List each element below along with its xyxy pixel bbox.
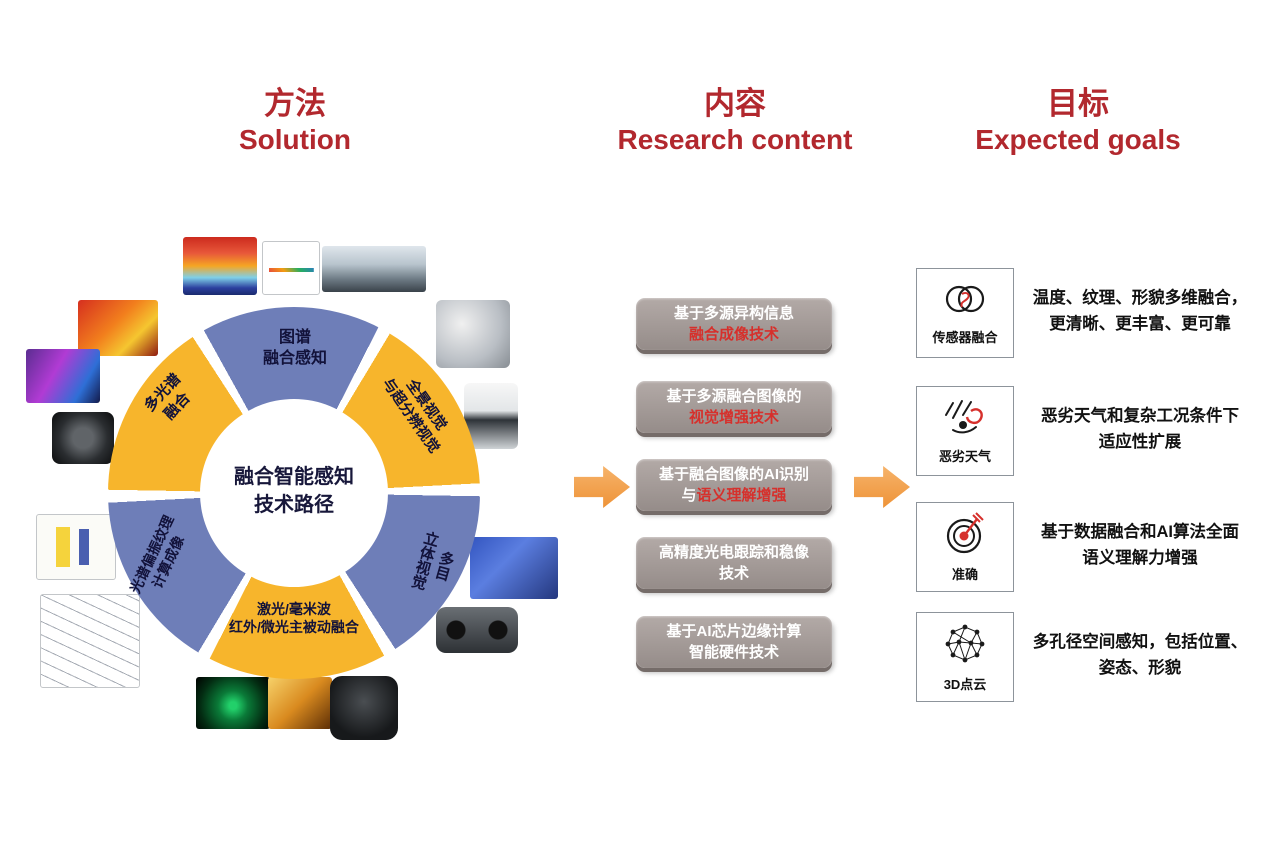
camera-lens-image <box>52 412 114 464</box>
depth-blocks-image <box>470 537 558 599</box>
goal-desc-3d-point-cloud: 多孔径空间感知，包括位置、 姿态、形貌 <box>1032 633 1248 677</box>
stereo-camera-image <box>436 607 518 653</box>
goal-desc-sensor-fusion: 温度、纹理、形貌多维融合， 更清晰、更丰富、更可靠 <box>1032 289 1248 333</box>
flow-arrow-research-to-goals <box>854 466 910 508</box>
optical-path-diagram-image <box>40 594 140 688</box>
research-box-fusion-imaging: 基于多源异构信息 融合成像技术 <box>636 298 832 350</box>
goal-box-3d-point-cloud: 3D点云 <box>916 612 1014 702</box>
goal-box-label: 准确 <box>951 566 978 582</box>
research-box-line2: 视觉增强技术 <box>688 409 779 426</box>
goal-box-bad-weather: 恶劣天气 <box>916 386 1014 476</box>
solution-donut-hole <box>200 399 388 587</box>
flow-arrow-solution-to-research <box>574 466 630 508</box>
thermal-strawberries-image <box>78 300 158 356</box>
research-box-ai-recognition: 基于融合图像的AI识别 与语义理解增强 <box>636 459 832 511</box>
sensor-fusion-venn-icon <box>941 281 989 322</box>
research-header-zh: 内容 <box>704 86 766 121</box>
goal-box-label: 传感器融合 <box>932 329 998 345</box>
solution-header-en: Solution <box>239 124 351 156</box>
radar-display-image <box>196 677 270 729</box>
ptz-camera-image <box>464 383 518 449</box>
research-box-line2: 融合成像技术 <box>688 326 779 343</box>
goal-box-label: 恶劣天气 <box>938 448 991 464</box>
donut-segment-label-jiguang: 激光/毫米波 红外/微光主被动融合 <box>229 601 359 636</box>
goals-header-zh: 目标 <box>1047 86 1109 121</box>
thermal-gold-scene-image <box>268 677 332 729</box>
spectrometer-diagram-image <box>36 514 116 580</box>
research-box-line2: 智能硬件技术 <box>688 644 779 661</box>
goal-box-label: 3D点云 <box>943 676 987 692</box>
goals-header-en: Expected goals <box>975 124 1181 156</box>
goals-header: 目标 Expected goals <box>918 85 1238 157</box>
bad-weather-rain-icon <box>941 398 989 441</box>
research-box-line1: 基于多源融合图像的 <box>666 388 802 405</box>
research-header: 内容 Research content <box>575 85 895 157</box>
research-box-line1: 基于多源异构信息 <box>673 305 794 322</box>
goal-box-sensor-fusion: 传感器融合 <box>916 268 1014 358</box>
research-box-visual-enhancement: 基于多源融合图像的 视觉增强技术 <box>636 381 832 433</box>
goal-desc-accuracy: 基于数据融合和AI算法全面 语义理解力增强 <box>1041 523 1239 567</box>
goal-desc-bad-weather: 恶劣天气和复杂工况条件下 适应性扩展 <box>1041 407 1239 451</box>
research-header-en: Research content <box>617 124 853 156</box>
target-dart-icon <box>943 511 987 559</box>
research-box-line2: 技术 <box>718 565 749 582</box>
goal-box-accuracy: 准确 <box>916 502 1014 592</box>
donut-center-label: 融合智能感知 技术路径 <box>234 466 354 516</box>
donut-segment-label-tupu: 图谱 融合感知 <box>262 329 327 367</box>
spectral-response-chart-image <box>262 241 320 295</box>
thermal-scene-image <box>26 349 100 403</box>
thermal-surface-cube-image <box>183 237 257 295</box>
research-box-line1: 高精度光电跟踪和稳像 <box>658 544 809 561</box>
research-box-line1: 基于AI芯片边缘计算 <box>666 623 802 640</box>
research-box-line2: 与语义理解增强 <box>681 487 787 504</box>
multi-camera-rig-image <box>436 300 510 368</box>
solution-header: 方法 Solution <box>135 85 455 157</box>
solution-header-zh: 方法 <box>264 86 326 121</box>
research-box-tracking-stabilization: 高精度光电跟踪和稳像 技术 <box>636 537 832 589</box>
research-box-ai-chip-edge: 基于AI芯片边缘计算 智能硬件技术 <box>636 616 832 668</box>
industrial-panorama-image <box>322 246 426 292</box>
point-cloud-sphere-icon <box>943 622 987 669</box>
research-box-line1: 基于融合图像的AI识别 <box>658 466 809 483</box>
gimbal-camera-image <box>330 676 398 740</box>
